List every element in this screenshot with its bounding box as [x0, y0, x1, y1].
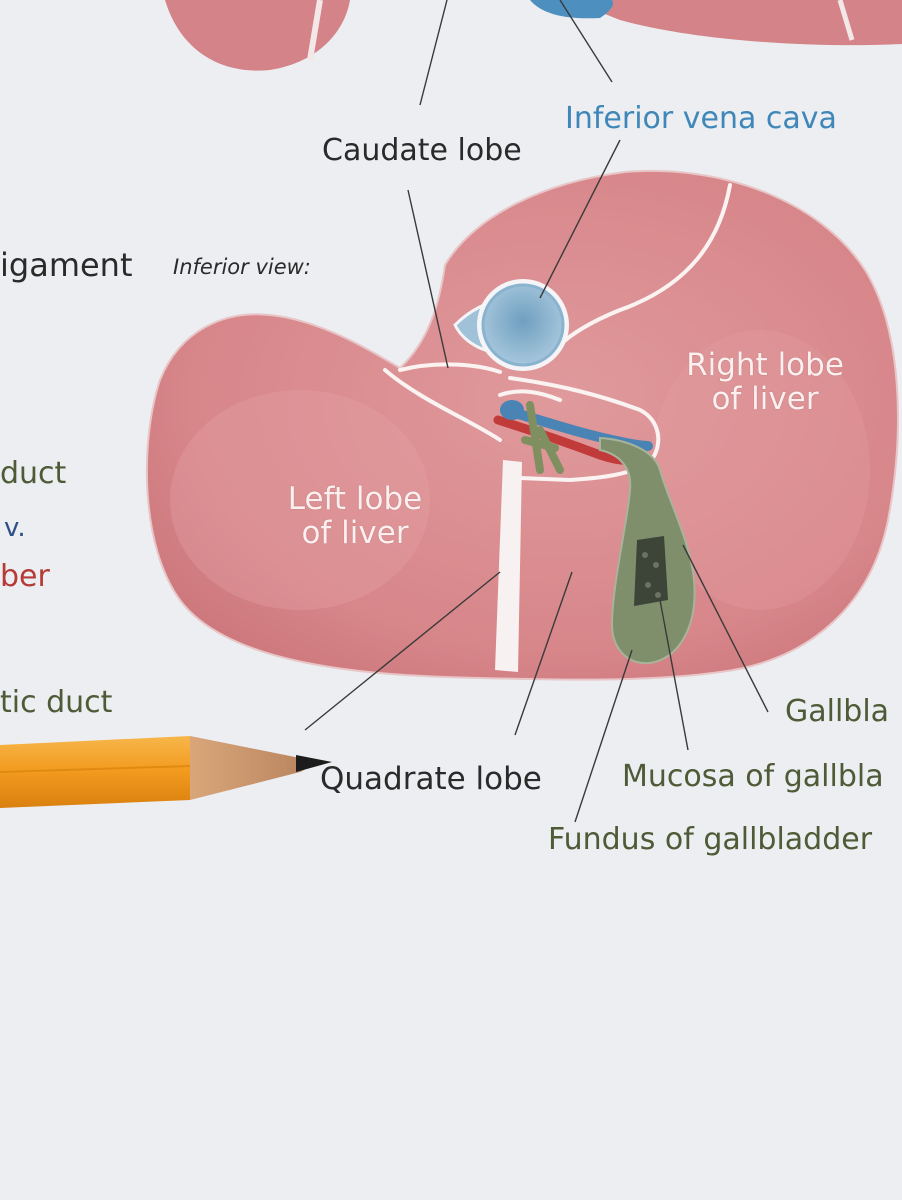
- label-left-lobe-line2: of liver: [301, 515, 409, 552]
- top-liver-fragments: [165, 0, 902, 71]
- label-red-partial: ber: [0, 559, 50, 594]
- gallbladder-mucosa: [634, 536, 668, 606]
- pencil-tip: [296, 755, 332, 772]
- label-right-lobe: Right lobe of liver: [685, 348, 845, 416]
- label-mucosa-of-gallbladder: Mucosa of gallbla: [622, 759, 884, 794]
- round-ligament: [495, 460, 522, 672]
- label-gallbladder: Gallbla: [785, 694, 890, 729]
- label-inferior-view: Inferior view:: [173, 255, 311, 279]
- label-fundus-of-gallbladder: Fundus of gallbladder: [548, 822, 873, 857]
- label-left-lobe-line1: Left lobe: [287, 481, 423, 517]
- leader-lines: [304, 0, 769, 823]
- label-right-lobe-line2: of liver: [711, 381, 819, 418]
- label-left-lobe: Left lobe of liver: [275, 482, 435, 550]
- label-right-lobe-line1: Right lobe: [686, 347, 844, 383]
- pencil: [0, 736, 332, 808]
- label-duct-partial: duct: [0, 456, 67, 491]
- label-caudate-lobe: Caudate lobe: [322, 133, 522, 168]
- gallbladder: [599, 436, 696, 665]
- inferior-vena-cava: [453, 279, 569, 371]
- label-vein-partial: v.: [4, 513, 26, 543]
- fissure-lines: [383, 183, 732, 483]
- label-ligament-partial: igament: [0, 246, 133, 284]
- label-quadrate-lobe: Quadrate lobe: [320, 761, 542, 797]
- label-inferior-vena-cava: Inferior vena cava: [565, 101, 837, 136]
- label-hepatic-duct-partial: tic duct: [0, 685, 113, 720]
